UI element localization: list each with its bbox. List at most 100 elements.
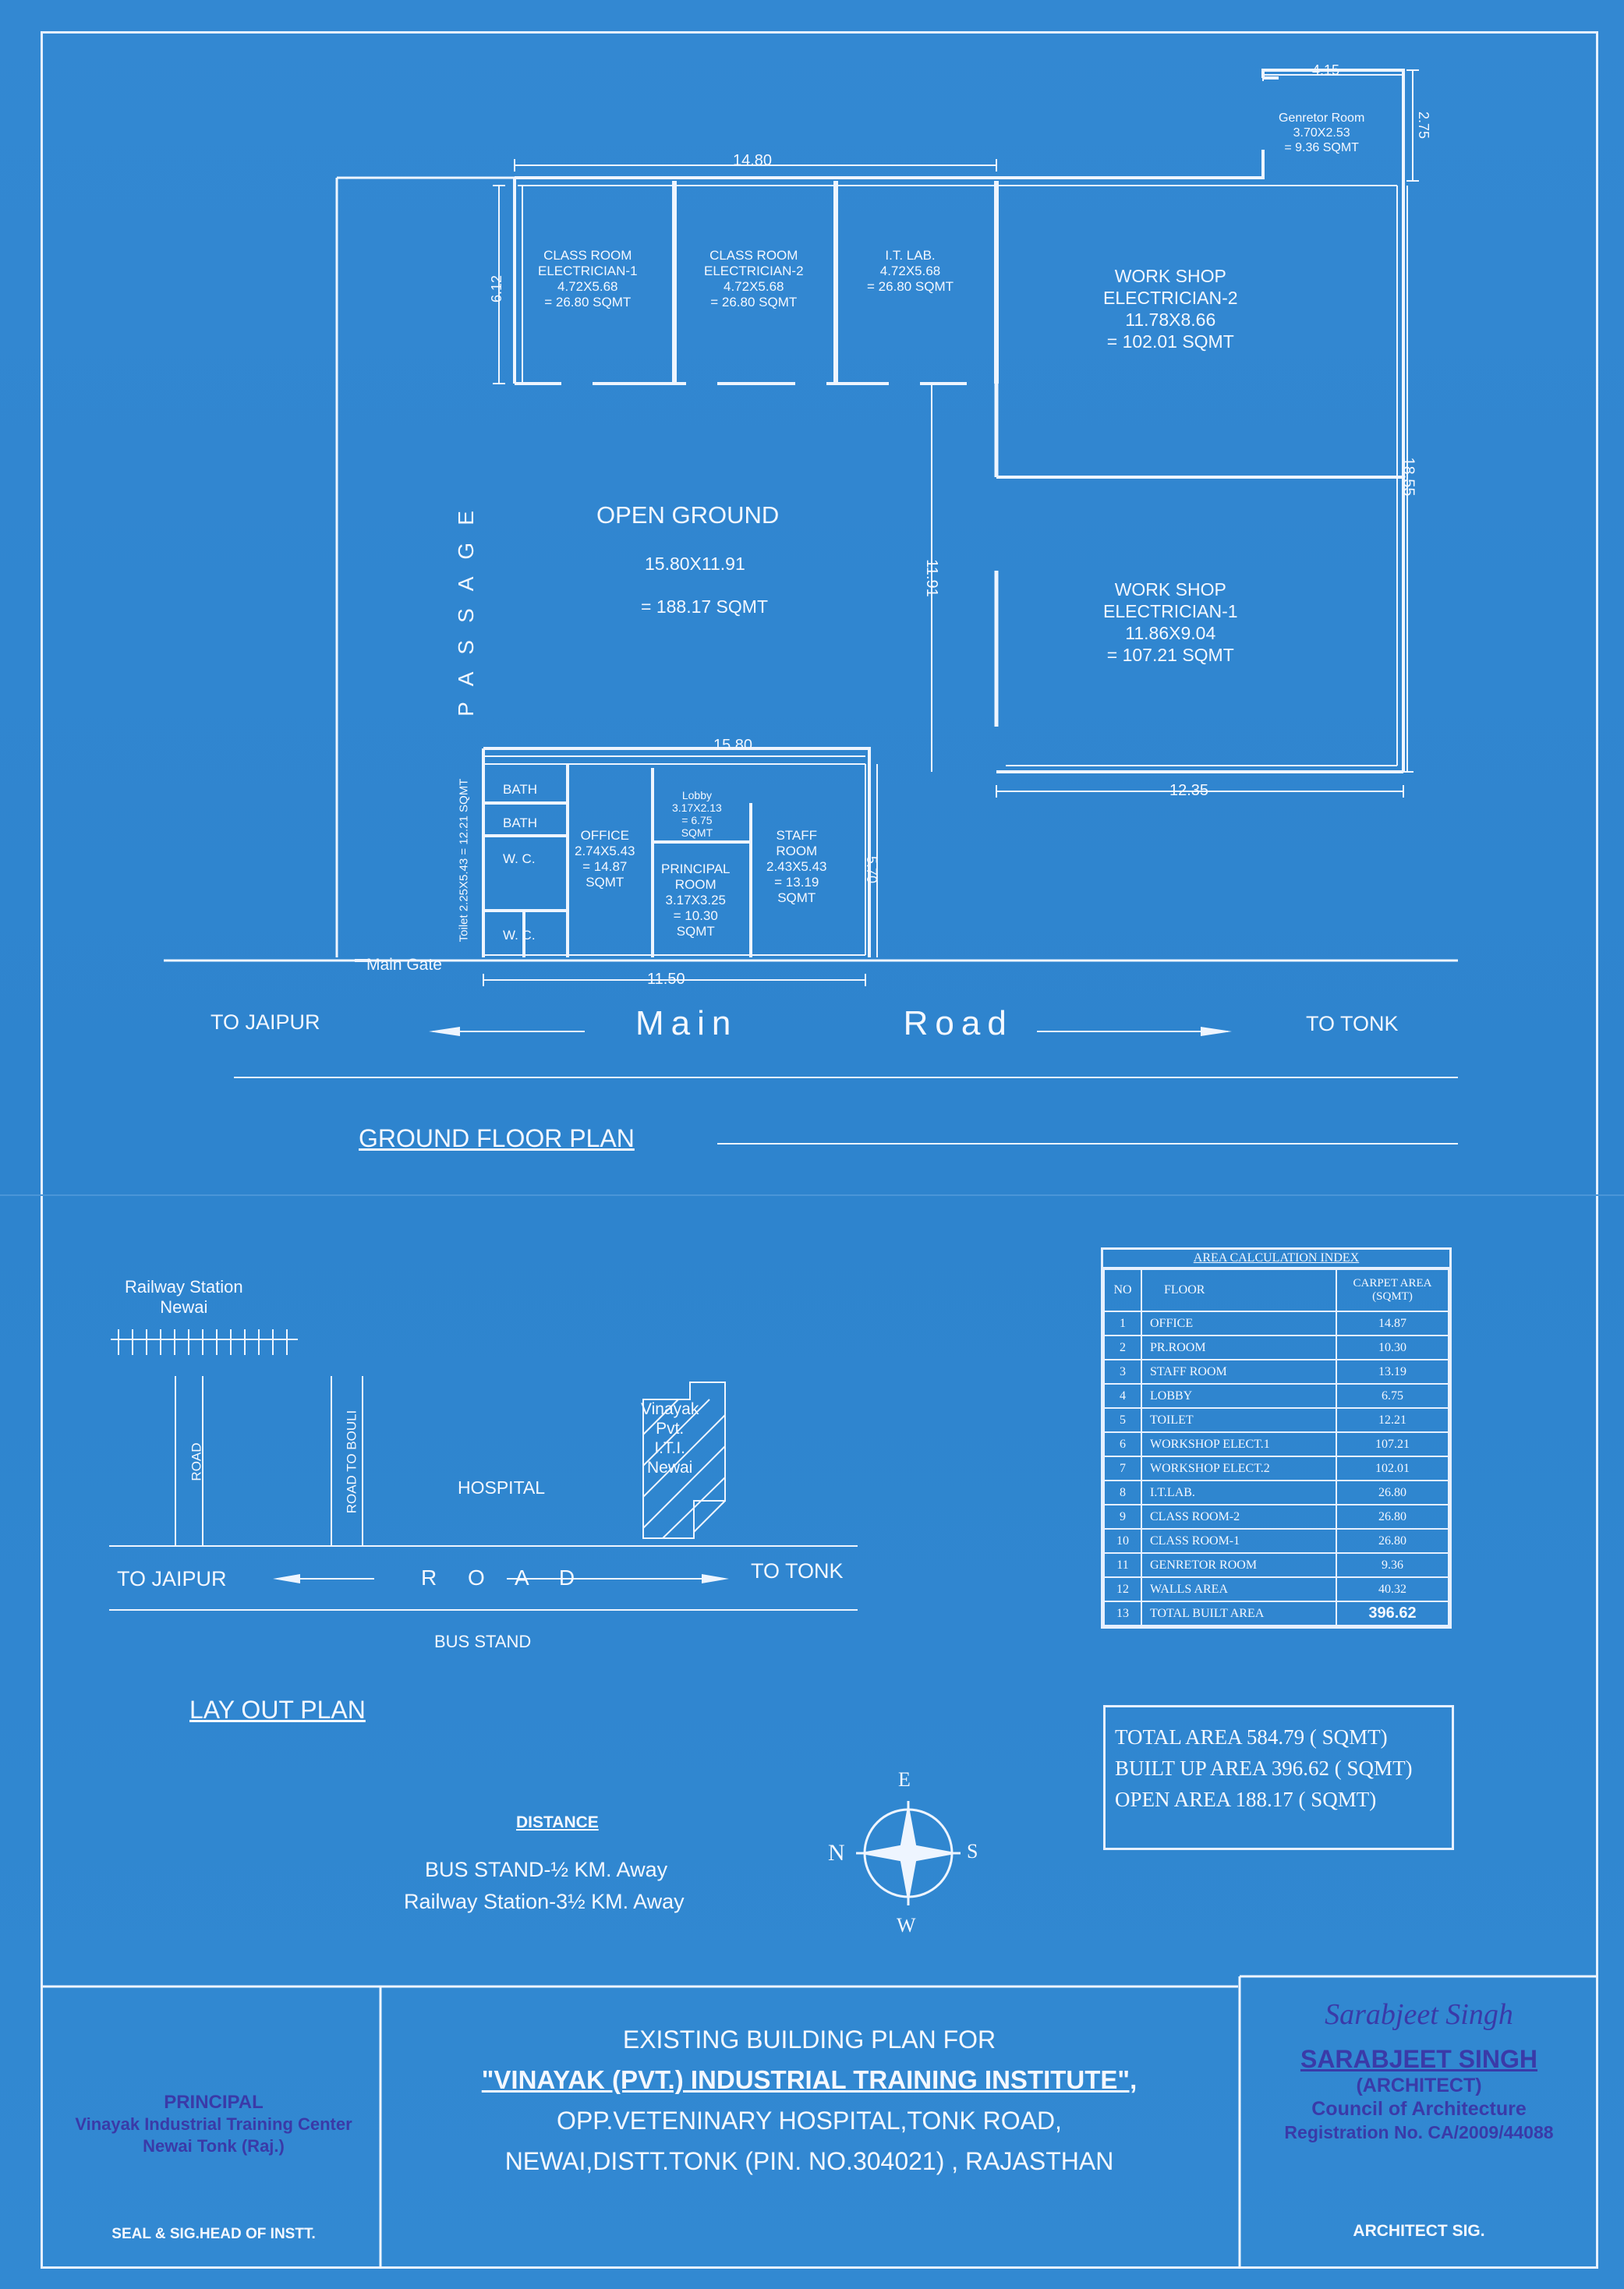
area-cell-area: 26.80 — [1336, 1504, 1449, 1530]
area-calculation-table: AREA CALCULATION INDEX NO FLOOR CARPET A… — [1101, 1247, 1452, 1629]
it-lab-label: I.T. LAB.4.72X5.68= 26.80 SQMT — [867, 248, 954, 294]
dim-front-depth: 5.70 — [864, 855, 880, 884]
area-cell-floor: STAFF ROOM — [1141, 1359, 1337, 1385]
wc-1-label: W. C. — [503, 851, 536, 866]
paper-fold-line — [0, 1194, 1624, 1196]
hospital-label: HOSPITAL — [458, 1477, 546, 1498]
area-cell-area: 26.80 — [1336, 1480, 1449, 1505]
area-cell-no: 12 — [1103, 1576, 1142, 1602]
area-cell-area: 10.30 — [1336, 1335, 1449, 1360]
open-ground-title: OPEN GROUND — [596, 501, 780, 529]
area-cell-no: 10 — [1103, 1528, 1142, 1554]
area-cell-no: 7 — [1103, 1456, 1142, 1481]
bath-1-label: BATH — [503, 782, 538, 797]
title-line-4: NEWAI,DISTT.TONK (PIN. NO.304021) , RAJA… — [504, 2147, 1114, 2175]
layout-to-tonk-label: TO TONK — [751, 1559, 844, 1583]
total-area: TOTAL AREA 584.79 ( SQMT) — [1115, 1725, 1388, 1749]
title-block-text: EXISTING BUILDING PLAN FOR "VINAYAK (PVT… — [380, 2019, 1238, 2181]
area-cell-floor: WORKSHOP ELECT.2 — [1141, 1456, 1337, 1481]
area-cell-floor: CLASS ROOM-1 — [1141, 1528, 1337, 1554]
header-floor: FLOOR — [1141, 1268, 1337, 1312]
area-cell-floor: CLASS ROOM-2 — [1141, 1504, 1337, 1530]
bus-stand-label: BUS STAND — [434, 1632, 532, 1651]
layout-to-jaipur-label: TO JAIPUR — [117, 1567, 227, 1590]
to-jaipur-label: TO JAIPUR — [211, 1010, 320, 1034]
dim-right-depth: 18.55 — [1399, 457, 1417, 497]
title-line-2: "VINAYAK (PVT.) INDUSTRIAL TRAINING INST… — [481, 2065, 1138, 2094]
open-ground-dimensions: 15.80X11.91 — [645, 554, 745, 574]
compass-e: E — [898, 1768, 911, 1791]
area-cell-no: 8 — [1103, 1480, 1142, 1505]
compass-s: S — [967, 1840, 978, 1863]
title-line-1: EXISTING BUILDING PLAN FOR — [622, 2025, 996, 2054]
area-cell-area: 6.75 — [1336, 1383, 1449, 1409]
area-cell-no: 13 — [1103, 1601, 1142, 1626]
dim-gen-width: 4.15 — [1312, 62, 1340, 78]
dim-gen-height: 2.75 — [1416, 111, 1432, 140]
toilet-label: Toilet 2.25X5.43 = 12.21 SQMT — [457, 778, 471, 943]
compass-n: N — [828, 1840, 845, 1866]
header-no: NO — [1103, 1268, 1142, 1312]
area-cell-floor: TOILET — [1141, 1407, 1337, 1433]
area-cell-area: 40.32 — [1336, 1576, 1449, 1602]
area-cell-floor: WALLS AREA — [1141, 1576, 1337, 1602]
area-cell-area: 13.19 — [1336, 1359, 1449, 1385]
area-cell-area: 107.21 — [1336, 1431, 1449, 1457]
area-cell-no: 5 — [1103, 1407, 1142, 1433]
drawing-border — [41, 31, 1598, 2269]
area-cell-floor: LOBBY — [1141, 1383, 1337, 1409]
title-line-3: OPP.VETENINARY HOSPITAL,TONK ROAD, — [557, 2107, 1062, 2135]
area-cell-area: 396.62 — [1336, 1601, 1449, 1626]
area-cell-no: 2 — [1103, 1335, 1142, 1360]
site-hatch — [642, 1382, 726, 1539]
area-cell-area: 14.87 — [1336, 1311, 1449, 1336]
layout-road-label: R O A D — [421, 1566, 588, 1590]
distance-bus-stand: BUS STAND-½ KM. Away — [425, 1858, 668, 1881]
open-ground-area: = 188.17 SQMT — [641, 596, 768, 617]
built-up-area: BUILT UP AREA 396.62 ( SQMT) — [1115, 1757, 1413, 1780]
area-cell-floor: OFFICE — [1141, 1311, 1337, 1336]
area-cell-area: 102.01 — [1336, 1456, 1449, 1481]
architect-stamp: SARABJEET SINGH (ARCHITECT) Council of A… — [1284, 2045, 1554, 2142]
distance-railway: Railway Station-3½ KM. Away — [404, 1890, 685, 1913]
area-cell-area: 9.36 — [1336, 1552, 1449, 1578]
ground-floor-plan-title: GROUND FLOOR PLAN — [359, 1124, 635, 1152]
wc-2-label: W. C. — [503, 928, 536, 943]
area-cell-no: 6 — [1103, 1431, 1142, 1457]
header-carpet-area: CARPET AREA (SQMT) — [1336, 1268, 1449, 1312]
architect-caption: ARCHITECT SIG. — [1353, 2222, 1485, 2240]
area-cell-area: 26.80 — [1336, 1528, 1449, 1554]
distance-title: DISTANCE — [516, 1813, 599, 1831]
area-cell-floor: TOTAL BUILT AREA — [1141, 1601, 1337, 1626]
area-cell-no: 1 — [1103, 1311, 1142, 1336]
area-table-title: AREA CALCULATION INDEX — [1103, 1250, 1449, 1268]
main-road-label: Main Road — [635, 1004, 1014, 1042]
passage-label: PASSAGE — [453, 494, 478, 716]
dim-workshop-width: 12.35 — [1169, 782, 1209, 799]
area-cell-floor: PR.ROOM — [1141, 1335, 1337, 1360]
to-tonk-label: TO TONK — [1306, 1012, 1399, 1035]
area-cell-no: 4 — [1103, 1383, 1142, 1409]
area-table-header-row: NO FLOOR CARPET AREA (SQMT) — [1103, 1268, 1449, 1312]
area-cell-floor: I.T.LAB. — [1141, 1480, 1337, 1505]
